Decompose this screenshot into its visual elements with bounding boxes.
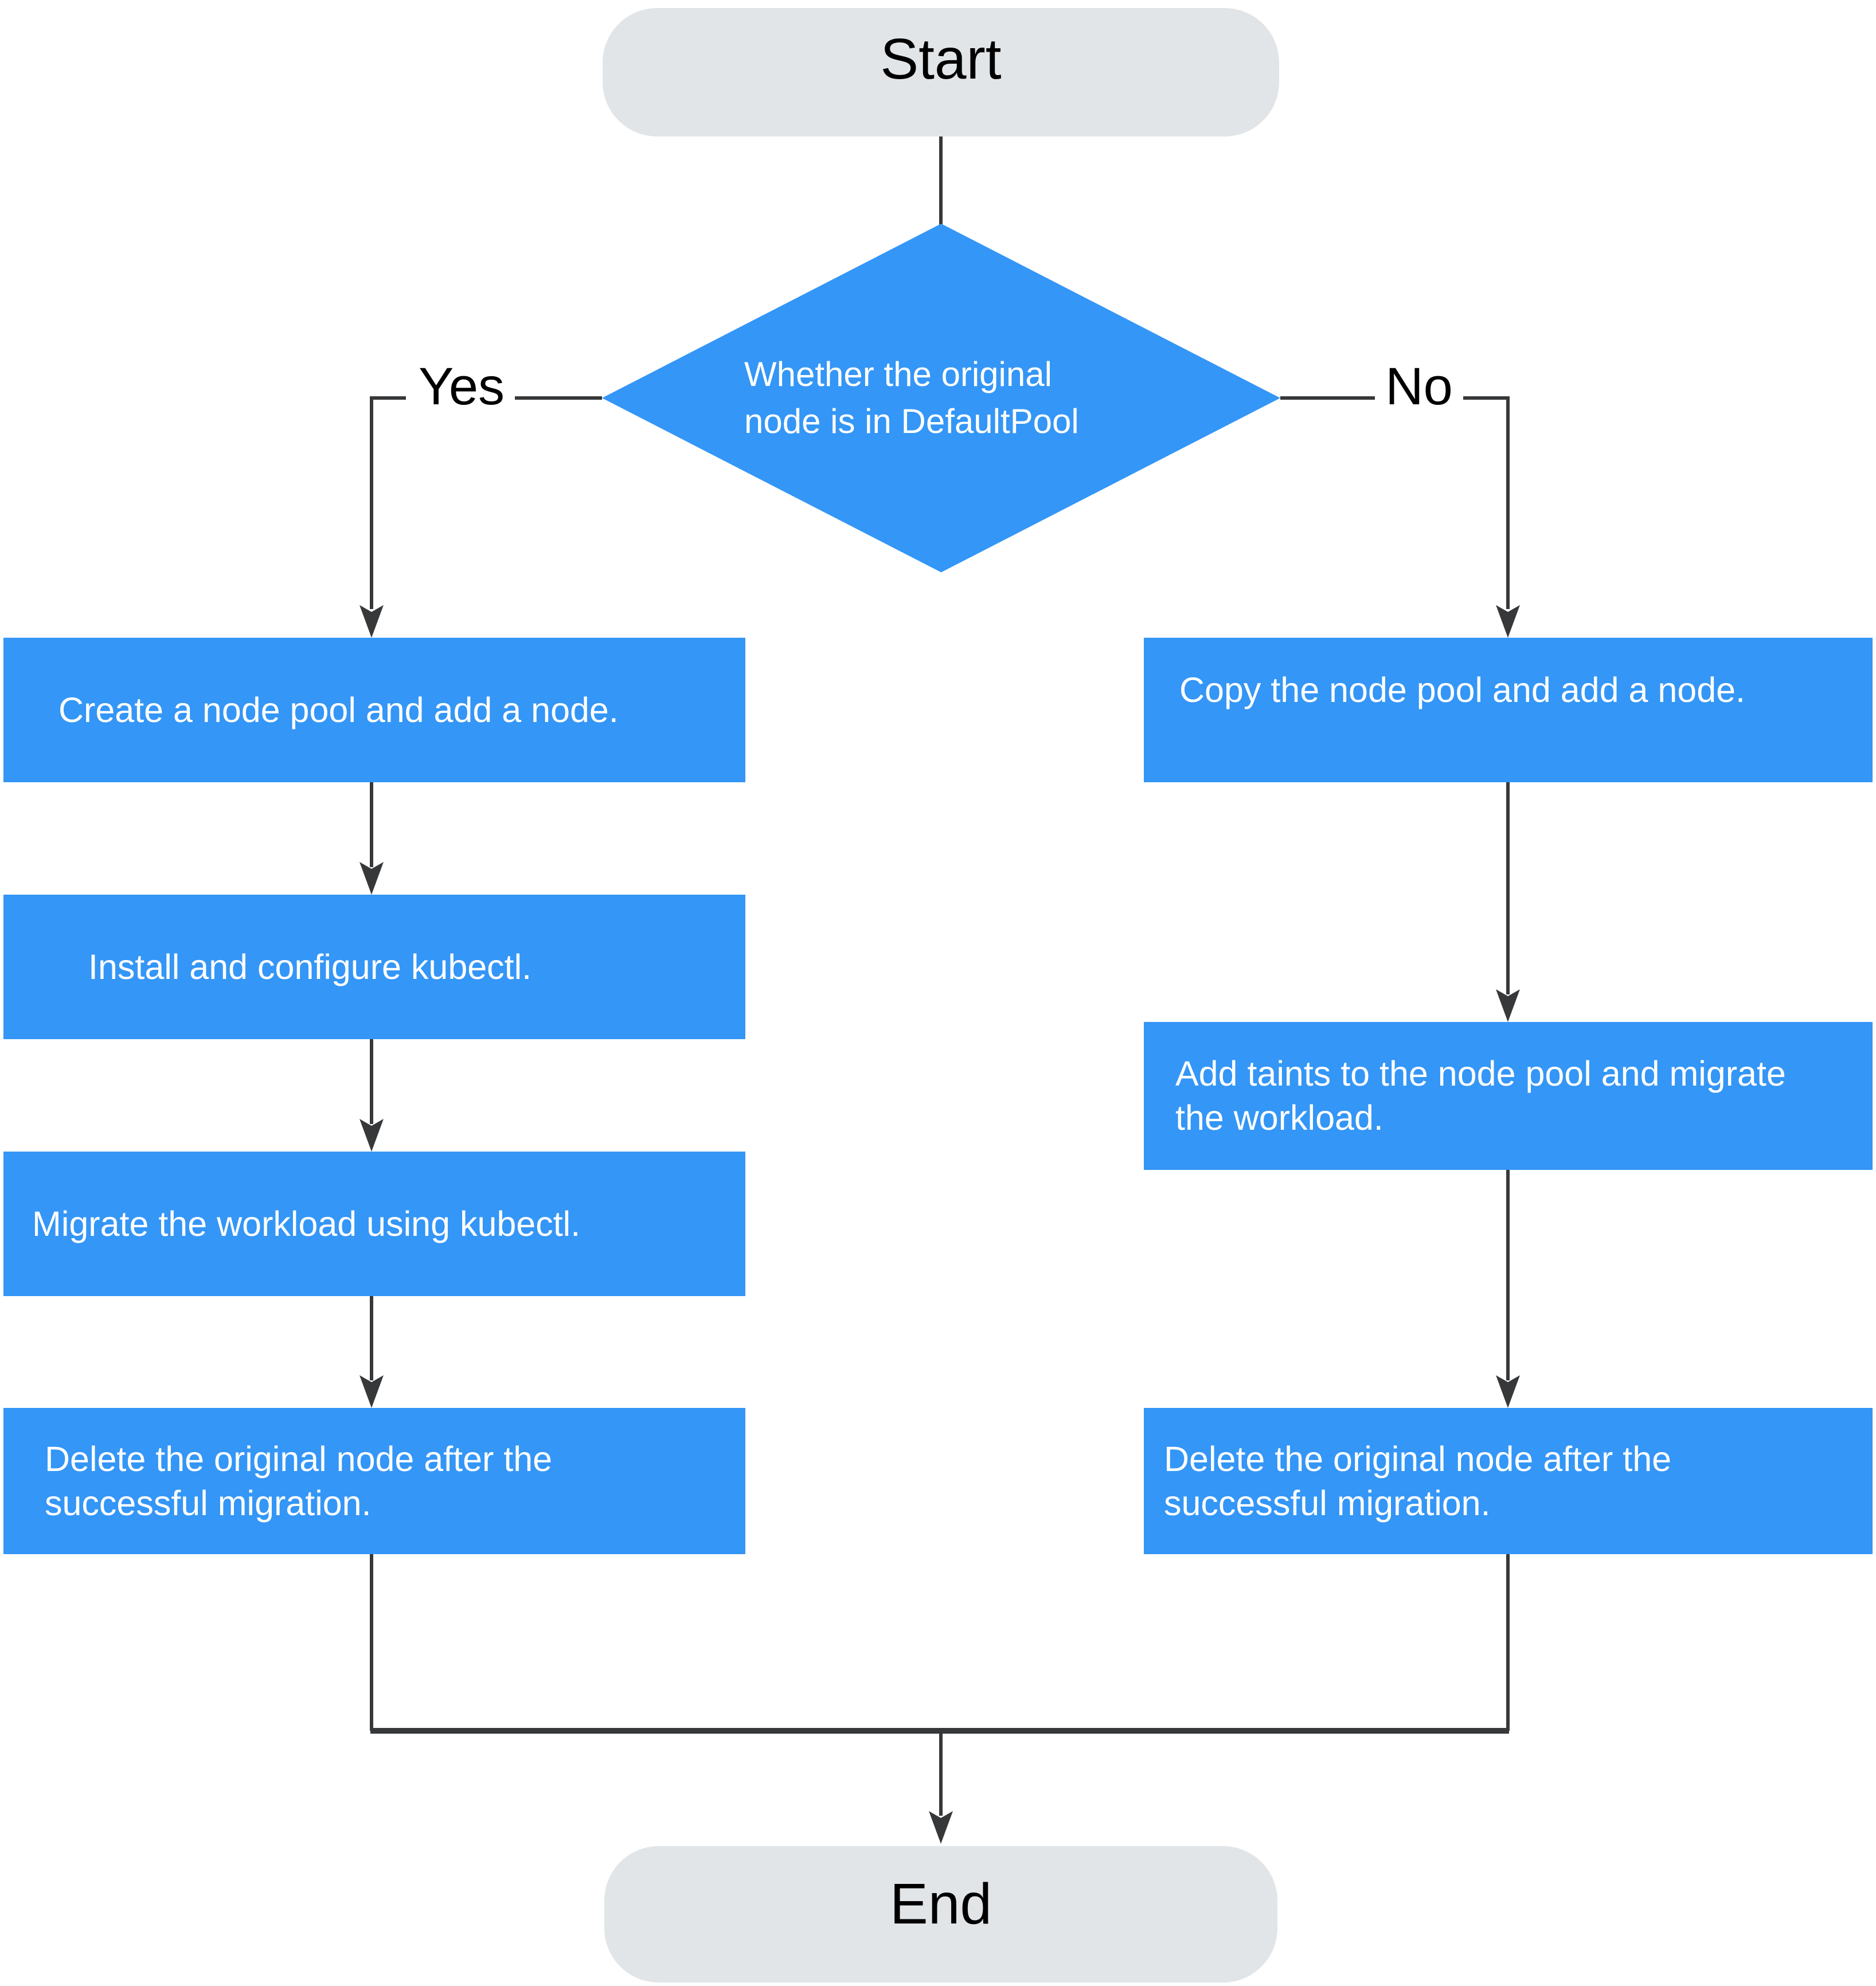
process-add-taints: Add taints to the node pool and migrate … bbox=[1144, 1022, 1873, 1170]
connector-yes-corner-down bbox=[370, 396, 406, 609]
process-migrate-workload-kubectl-label: Migrate the workload using kubectl. bbox=[32, 1204, 581, 1243]
process-delete-original-node-left-label: Delete the original node after the succe… bbox=[45, 1439, 553, 1523]
process-copy-node-pool: Copy the node pool and add a node. bbox=[1144, 638, 1873, 782]
arrowhead-left-step3 bbox=[359, 1119, 384, 1152]
process-migrate-workload-kubectl: Migrate the workload using kubectl. bbox=[3, 1152, 745, 1296]
arrowhead-left-step2 bbox=[359, 862, 384, 895]
start-label: Start bbox=[880, 27, 1002, 91]
end-label: End bbox=[890, 1872, 992, 1936]
process-create-node-pool-label: Create a node pool and add a node. bbox=[58, 690, 619, 729]
arrowhead-into-end bbox=[929, 1811, 953, 1844]
end-node: End bbox=[604, 1846, 1277, 1983]
process-create-node-pool: Create a node pool and add a node. bbox=[3, 638, 745, 782]
process-install-kubectl-label: Install and configure kubectl. bbox=[88, 947, 532, 986]
no-edge-label: No bbox=[1385, 357, 1453, 416]
decision-question-line2: node is in DefaultPool bbox=[744, 402, 1079, 440]
arrowhead-no-into-step1 bbox=[1496, 605, 1520, 638]
decision-question: Whether the original node is in DefaultP… bbox=[744, 351, 1079, 445]
arrowhead-right-step2 bbox=[1496, 989, 1520, 1022]
process-install-kubectl: Install and configure kubectl. bbox=[3, 895, 745, 1039]
yes-edge-label: Yes bbox=[418, 357, 505, 416]
decision-question-line1: Whether the original bbox=[744, 355, 1052, 393]
process-copy-node-pool-label: Copy the node pool and add a node. bbox=[1179, 670, 1745, 709]
process-delete-original-node-right: Delete the original node after the succe… bbox=[1144, 1408, 1873, 1554]
process-delete-original-node-left: Delete the original node after the succe… bbox=[3, 1408, 745, 1554]
process-add-taints-label: Add taints to the node pool and migrate … bbox=[1175, 1054, 1786, 1137]
start-node: Start bbox=[603, 8, 1279, 136]
process-delete-original-node-right-label: Delete the original node after the succe… bbox=[1164, 1439, 1672, 1523]
connector-no-corner-down bbox=[1463, 396, 1510, 609]
arrowhead-right-step3 bbox=[1496, 1375, 1520, 1408]
arrowhead-left-step4 bbox=[359, 1375, 384, 1408]
arrowhead-yes-into-step1 bbox=[359, 605, 384, 638]
